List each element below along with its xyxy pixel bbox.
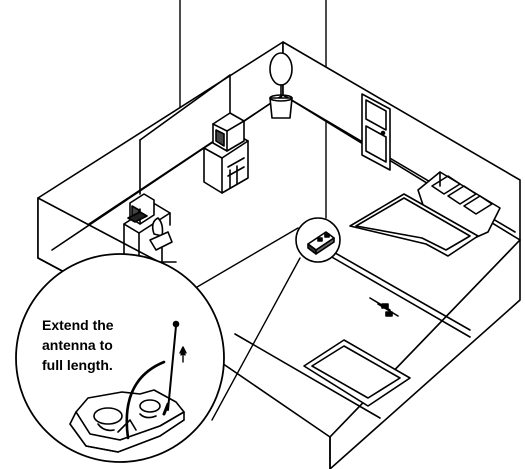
callout-line-2: antenna to [42,335,192,355]
callout-instruction: Extend the antenna to full length. [42,315,192,375]
callout-line-1: Extend the [42,315,192,335]
callout-line-3: full length. [42,355,192,375]
shelves [370,298,398,316]
